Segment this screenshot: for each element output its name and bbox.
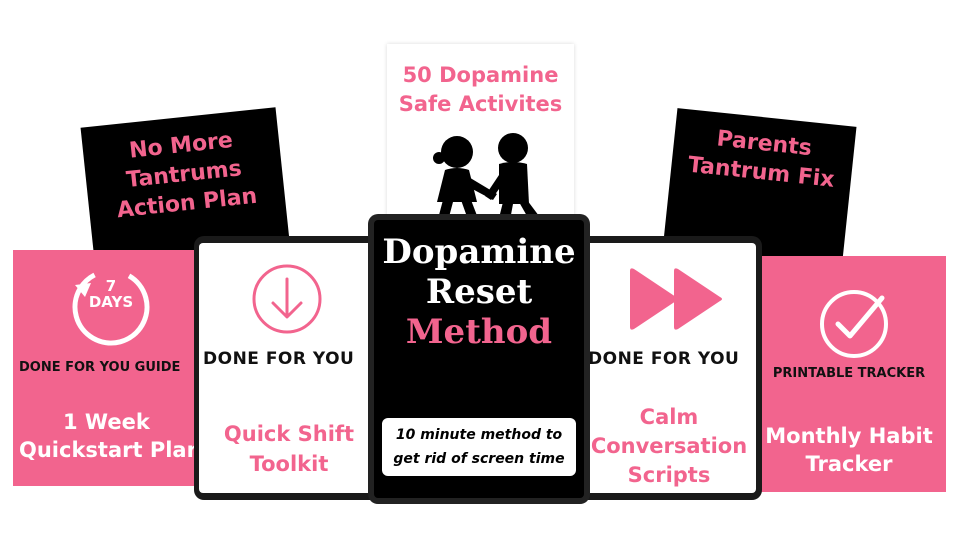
quick-shift-title-line1: Quick Shift bbox=[223, 422, 355, 446]
guide-label: DONE FOR YOU GUIDE bbox=[19, 360, 181, 375]
habit-tracker-book: PRINTABLE TRACKER Monthly Habit Tracker bbox=[752, 256, 946, 492]
dopamine-caption-line2: get rid of screen time bbox=[393, 451, 565, 467]
dopamine-title-line2: Reset bbox=[425, 272, 533, 312]
badge-days: DAYS bbox=[88, 293, 134, 311]
calm-title-line2: Conversation bbox=[590, 434, 748, 458]
seven-days-cycle-icon bbox=[72, 268, 150, 346]
calm-conversation-tablet: DONE FOR YOU Calm Conversation Scripts bbox=[576, 236, 762, 500]
quickstart-title-line2: Quickstart Plan bbox=[19, 438, 202, 462]
dopamine-caption-box: 10 minute method to get rid of screen ti… bbox=[382, 418, 576, 476]
calm-title-line1: Calm bbox=[639, 405, 699, 429]
download-arrow-icon bbox=[252, 264, 322, 334]
dopamine-title-line3: Method bbox=[405, 312, 553, 352]
tracker-title-line2: Tracker bbox=[805, 452, 893, 476]
quick-shift-title-line2: Toolkit bbox=[249, 452, 329, 476]
fast-forward-icon bbox=[630, 268, 722, 330]
badge-number: 7 bbox=[105, 277, 117, 295]
activities-title-line2: Safe Activites bbox=[398, 92, 563, 116]
quick-shift-tablet: DONE FOR YOU Quick Shift Toolkit bbox=[194, 236, 384, 500]
dopamine-caption-line1: 10 minute method to bbox=[395, 427, 563, 443]
dopamine-title-line1: Dopamine bbox=[382, 232, 576, 272]
quick-shift-label: DONE FOR YOU bbox=[203, 349, 355, 369]
tracker-label: PRINTABLE TRACKER bbox=[772, 366, 926, 381]
calm-label: DONE FOR YOU bbox=[588, 349, 740, 369]
calm-title-line3: Scripts bbox=[627, 463, 711, 487]
quickstart-plan-book: 7 DAYS DONE FOR YOU GUIDE 1 Week Quickst… bbox=[13, 250, 209, 486]
quickstart-title-line1: 1 Week bbox=[63, 410, 150, 434]
dopamine-reset-tablet: Dopamine Reset Method 10 minute method t… bbox=[368, 214, 590, 504]
tracker-title-line1: Monthly Habit bbox=[765, 424, 933, 448]
activities-title-line1: 50 Dopamine bbox=[402, 63, 559, 87]
checkmark-circle-icon bbox=[820, 290, 888, 358]
